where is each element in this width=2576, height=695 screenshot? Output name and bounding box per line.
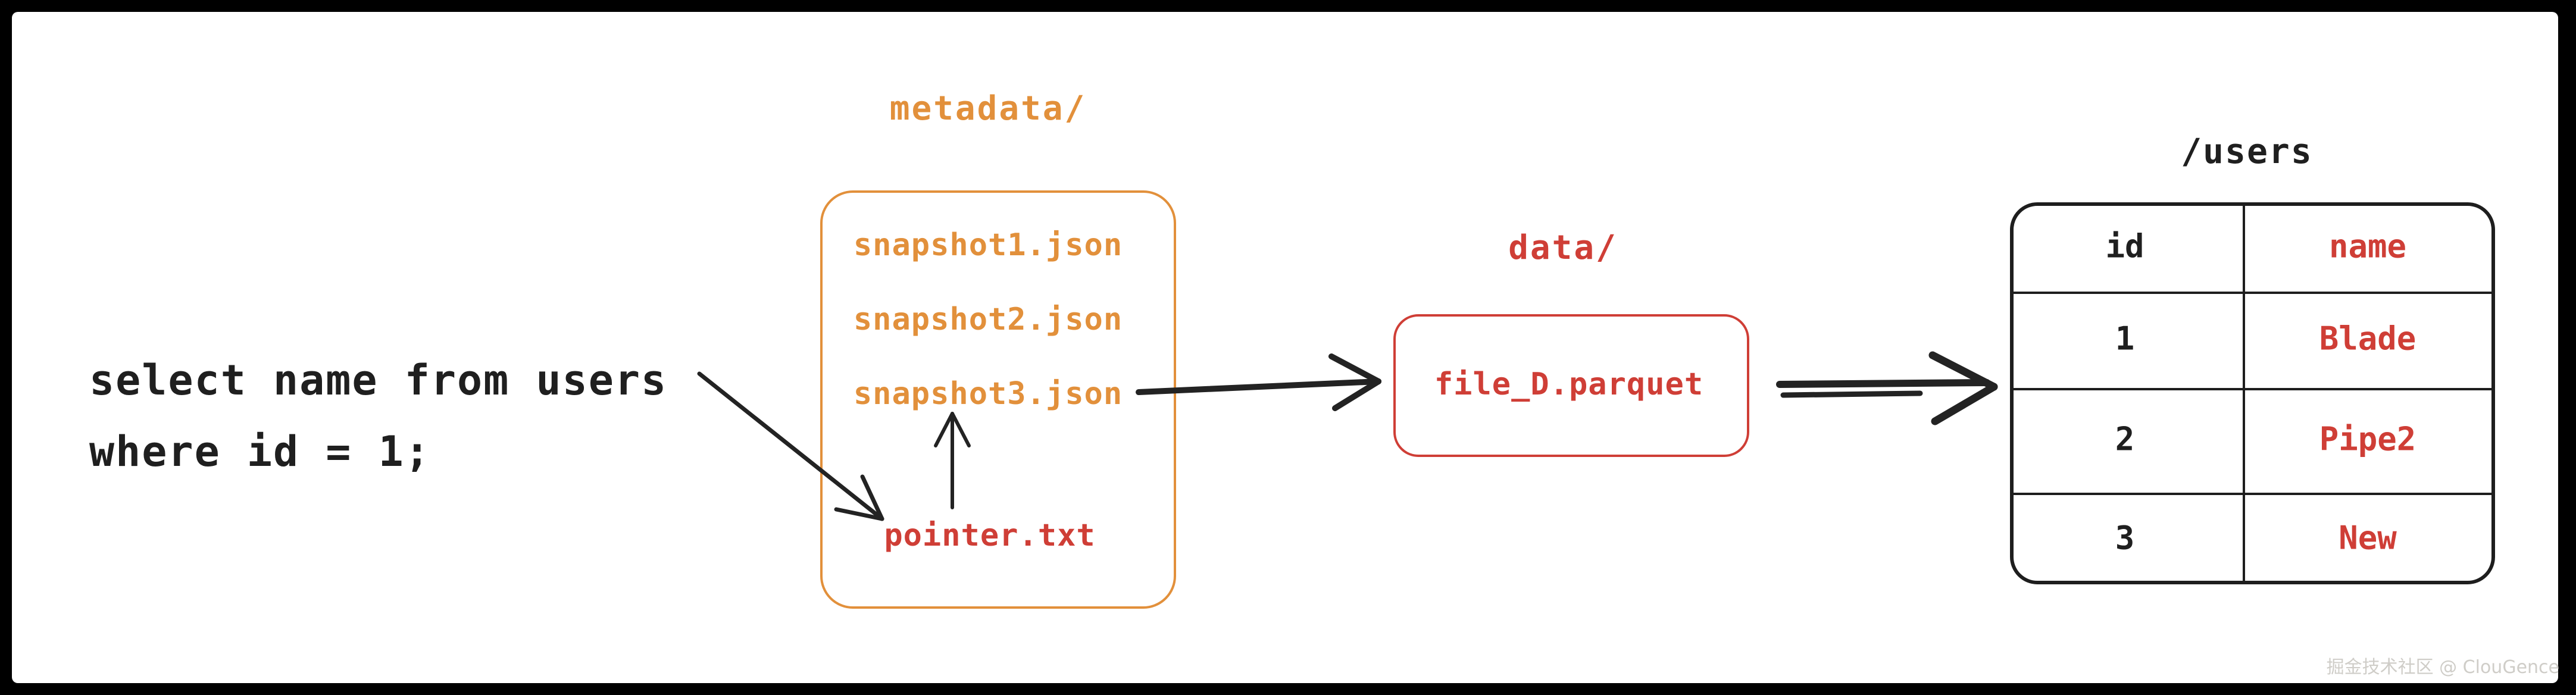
- table-cell-id-1: 1: [2115, 320, 2135, 358]
- file-snapshot2: snapshot2.json: [853, 302, 1123, 337]
- data-folder-box: [1393, 314, 1749, 457]
- file-snapshot1: snapshot1.json: [853, 227, 1123, 263]
- data-folder-label: data/: [1508, 228, 1618, 267]
- watermark-text: 掘金技术社区 @ ClouGence: [2326, 657, 2559, 678]
- users-table-title: /users: [2181, 131, 2313, 171]
- table-cell-id-2: 2: [2115, 420, 2135, 458]
- whiteboard-background: [12, 12, 2558, 683]
- sql-query-line-1: select name from users: [89, 356, 668, 405]
- table-cell-name-3: New: [2339, 519, 2397, 557]
- file-snapshot3: snapshot3.json: [853, 376, 1123, 412]
- table-header-id: id: [2105, 227, 2144, 265]
- users-table: [2010, 202, 2495, 584]
- table-cell-name-2: Pipe2: [2319, 420, 2416, 458]
- table-row-divider-1: [2014, 292, 2491, 294]
- table-row-divider-3: [2014, 493, 2491, 495]
- table-cell-name-1: Blade: [2319, 320, 2416, 358]
- table-cell-id-3: 3: [2115, 519, 2135, 557]
- file-parquet: file_D.parquet: [1434, 367, 1704, 402]
- sql-query-line-2: where id = 1;: [89, 427, 431, 476]
- table-header-name: name: [2328, 227, 2407, 265]
- table-row-divider-2: [2014, 388, 2491, 390]
- metadata-folder-label: metadata/: [889, 89, 1087, 128]
- file-pointer-txt: pointer.txt: [884, 518, 1096, 553]
- table-column-divider: [2243, 206, 2245, 581]
